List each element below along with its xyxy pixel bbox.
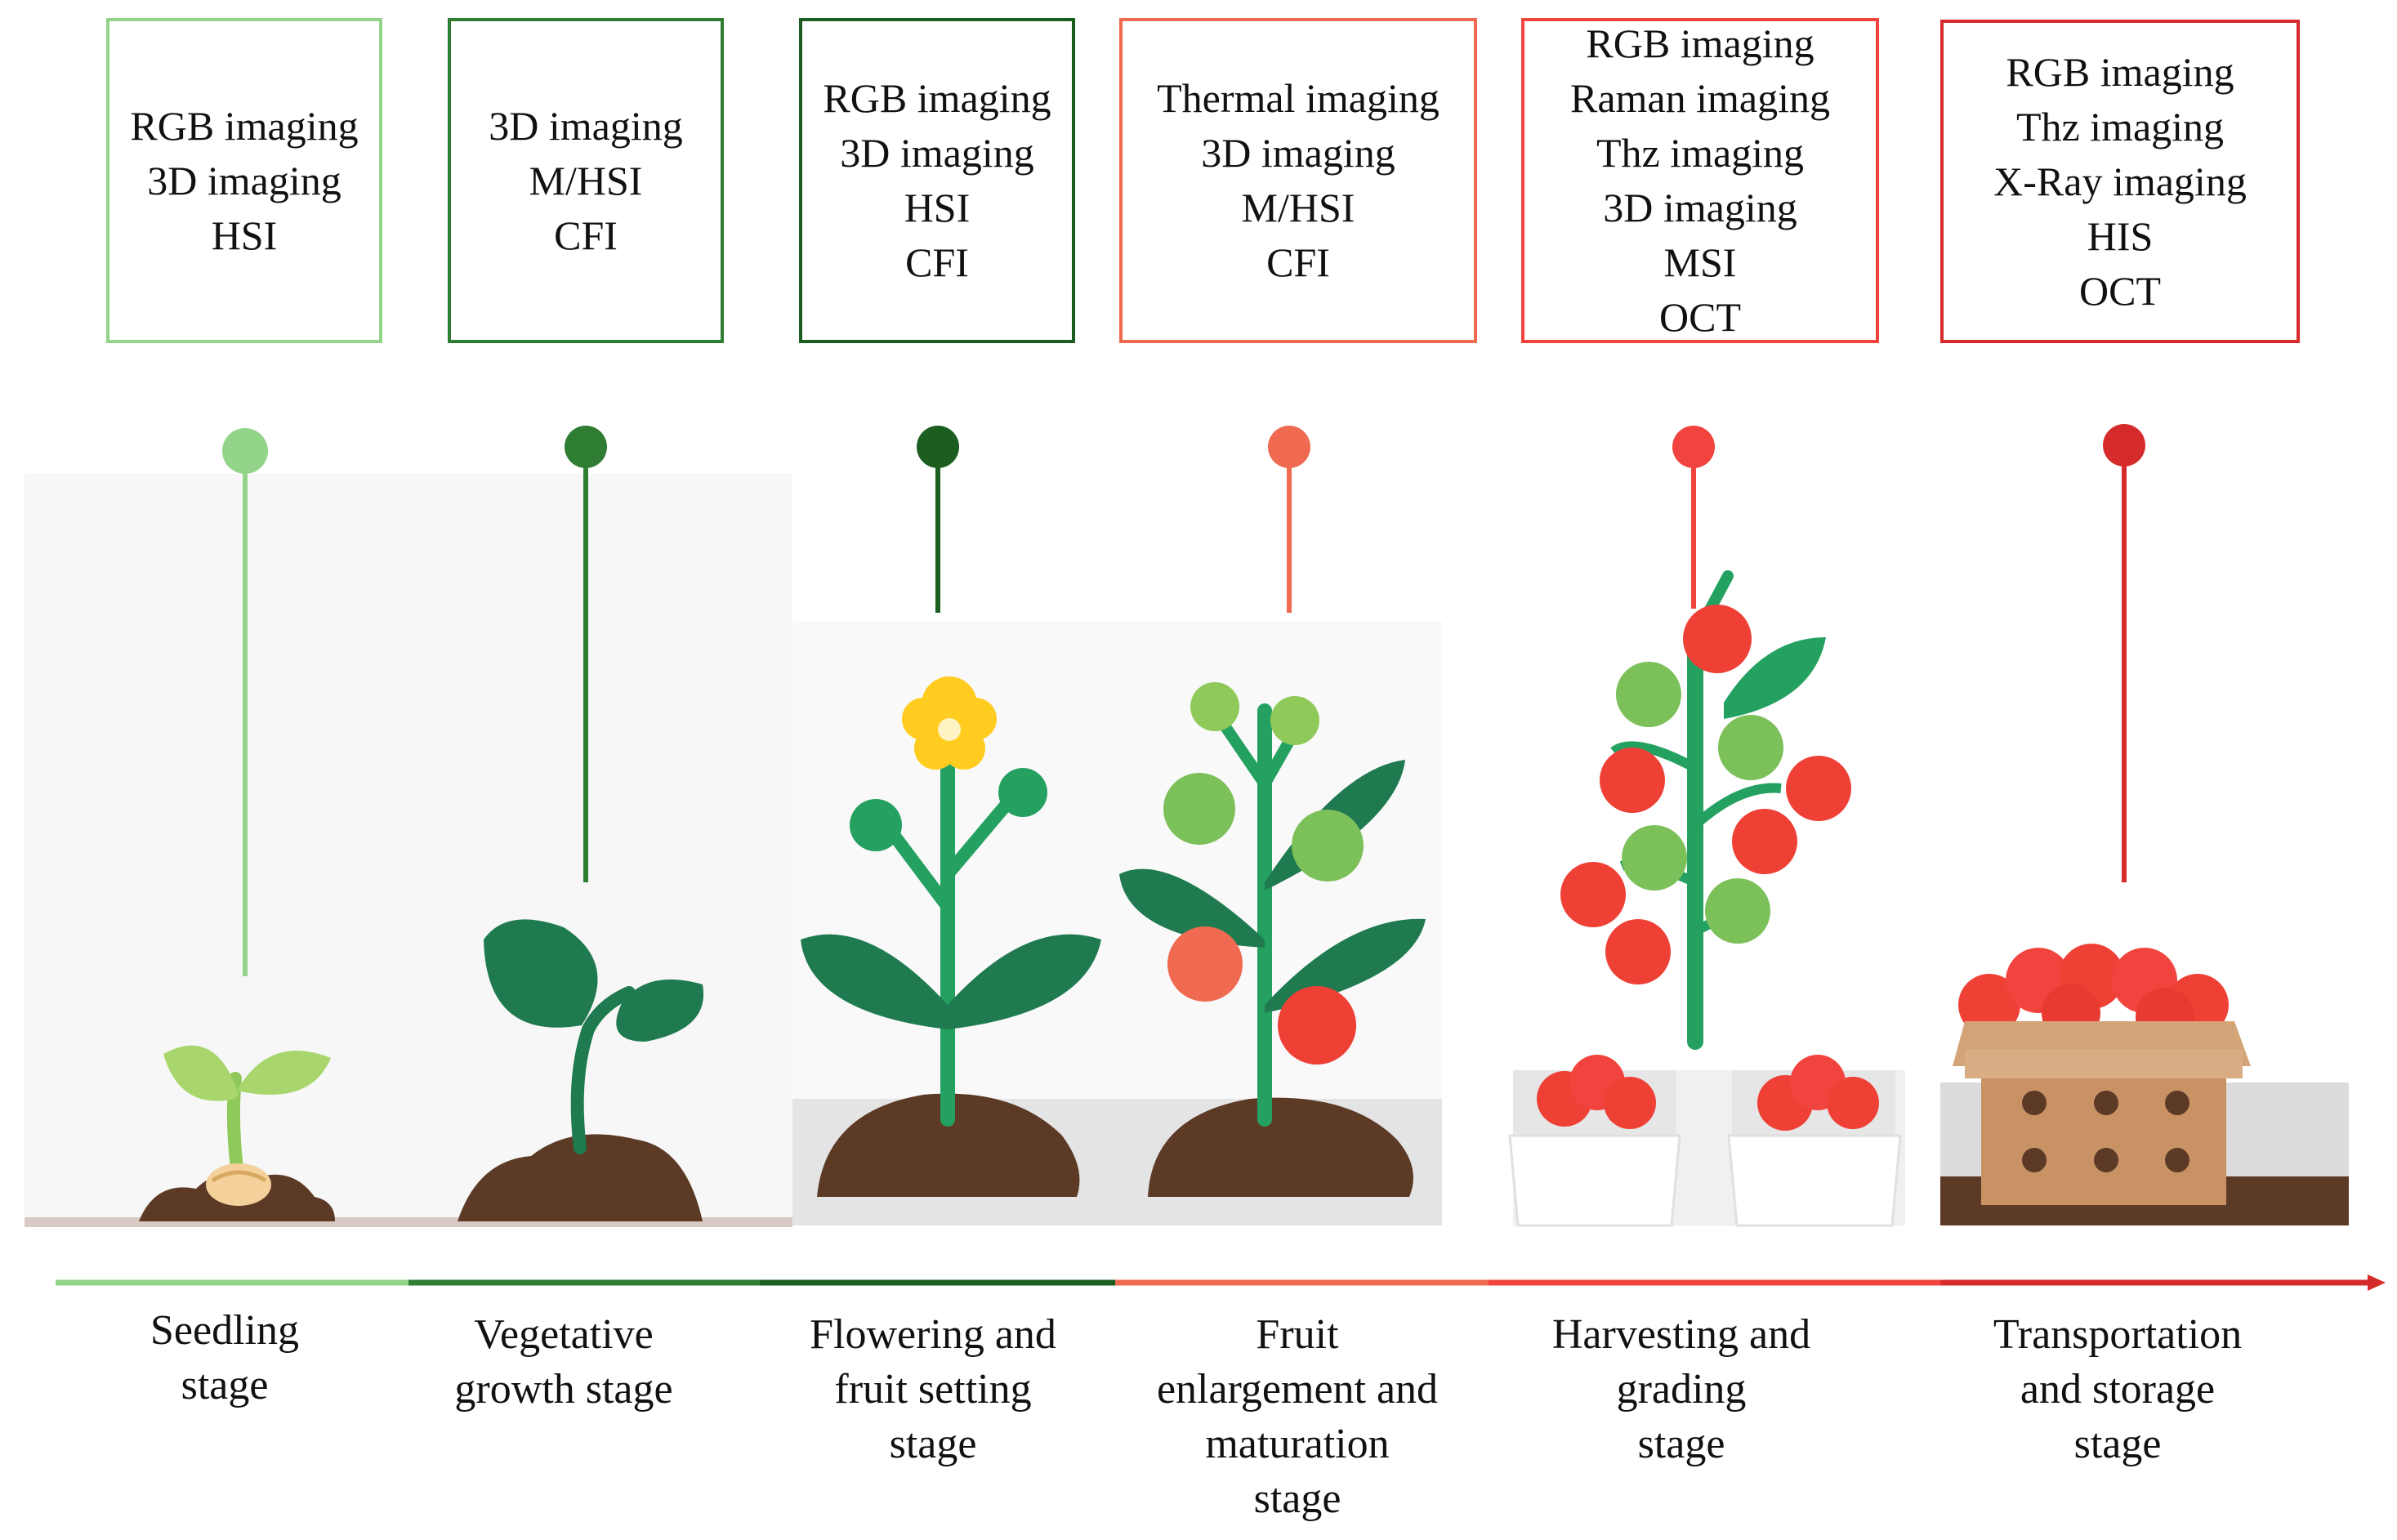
green-tomato-icon	[1163, 773, 1235, 845]
flower-icon	[902, 676, 997, 770]
label-line: stage	[2073, 1421, 2162, 1467]
dot-vegetative	[565, 426, 607, 468]
stage-label-transport: Transportation and storage stage	[1946, 1307, 2289, 1471]
fruit-illustration	[1119, 682, 1426, 1197]
dot-transport	[2103, 424, 2145, 466]
technique-item: Raman imaging	[1570, 75, 1830, 121]
green-tomato-icon	[1622, 825, 1687, 891]
technique-item: RGB imaging	[2006, 48, 2234, 95]
stage-label-harvest: Harvesting and grading stage	[1510, 1307, 1853, 1471]
stage-label-flowering: Flowering and fruit setting stage	[761, 1307, 1105, 1471]
technique-item: 3D imaging	[1603, 185, 1797, 230]
technique-item: 3D imaging	[489, 102, 683, 149]
label-line: Vegetative	[474, 1311, 654, 1358]
technique-item: HIS	[2087, 212, 2154, 259]
vegetative-illustration	[458, 919, 704, 1221]
technique-item: RGB imaging	[823, 75, 1051, 121]
dot-flowering	[917, 426, 959, 468]
technique-item: CFI	[905, 239, 969, 285]
technique-item: HSI	[904, 185, 971, 230]
label-line: enlargement and	[1156, 1366, 1439, 1413]
technique-box-flowering: RGB imaging 3D imaging HSI CFI	[799, 18, 1075, 343]
timeline-axis	[56, 1274, 2386, 1291]
technique-item: M/HSI	[1241, 185, 1355, 230]
dot-harvest	[1672, 426, 1715, 468]
technique-item: Thz imaging	[2015, 103, 2225, 150]
label-line: stage	[889, 1421, 977, 1467]
technique-item: 3D imaging	[840, 130, 1034, 176]
label-line: stage	[1637, 1421, 1725, 1467]
arrowhead-icon	[2368, 1274, 2386, 1291]
green-tomato-icon	[1718, 715, 1783, 780]
stage-label-fruit: Fruit enlargement and maturation stage	[1126, 1307, 1469, 1526]
label-line: grading	[1616, 1366, 1747, 1413]
label-line: stage	[1253, 1475, 1341, 1522]
technique-item: 3D imaging	[147, 157, 341, 203]
stage-label-vegetative: Vegetative growth stage	[392, 1307, 735, 1417]
label-line: Harvesting and	[1551, 1311, 1811, 1358]
technique-item: OCT	[1659, 294, 1741, 340]
label-line: maturation	[1205, 1421, 1390, 1467]
technique-item: X-Ray imaging	[1993, 158, 2247, 204]
technique-item: 3D imaging	[1201, 130, 1395, 176]
technique-item: MSI	[1663, 239, 1737, 285]
technique-item: M/HSI	[529, 157, 643, 203]
harvest-illustration	[1508, 570, 1902, 1227]
label-line: Fruit	[1256, 1311, 1339, 1358]
technique-item: CFI	[554, 212, 618, 258]
technique-item: Thermal imaging	[1157, 75, 1440, 121]
technique-box-fruit: Thermal imaging 3D imaging M/HSI CFI	[1119, 18, 1477, 343]
label-line: Flowering and	[810, 1311, 1056, 1358]
label-line: stage	[181, 1362, 269, 1408]
tomato-icon	[1605, 919, 1671, 984]
technique-item: CFI	[1266, 239, 1330, 285]
technique-item: HSI	[211, 212, 278, 258]
stage-label-seedling: Seedling stage	[53, 1303, 396, 1413]
label-line: fruit setting	[834, 1366, 1032, 1413]
tomato-icon	[1683, 605, 1752, 673]
green-tomato-icon	[1705, 878, 1770, 944]
technique-item: RGB imaging	[1586, 20, 1814, 66]
label-line: Transportation	[1993, 1311, 2243, 1358]
dot-seedling	[222, 428, 268, 474]
technique-item: RGB imaging	[130, 102, 359, 149]
timeline-connectors	[222, 424, 2145, 976]
technique-box-harvest: RGB imaging Raman imaging Thz imaging 3D…	[1521, 18, 1879, 343]
green-tomato-icon	[1616, 662, 1681, 727]
tomato-icon	[1958, 974, 2020, 1036]
tomato-icon	[1278, 986, 1356, 1065]
tomato-icon	[1560, 862, 1626, 927]
technique-item: Thz imaging	[1596, 130, 1805, 176]
seedling-illustration	[139, 1045, 335, 1221]
tomato-icon	[1732, 809, 1797, 874]
label-line: growth stage	[454, 1366, 673, 1413]
tray-right	[1727, 1055, 1902, 1227]
label-line: Seedling	[150, 1307, 299, 1354]
crate-illustration	[1953, 944, 2251, 1205]
technique-box-vegetative: 3D imaging M/HSI CFI	[448, 18, 724, 343]
technique-item: OCT	[2079, 267, 2161, 314]
dot-fruit	[1268, 426, 1310, 468]
tomato-icon	[1167, 926, 1243, 1002]
label-line: and storage	[2020, 1366, 2216, 1413]
green-tomato-icon	[1292, 810, 1364, 882]
flowering-illustration	[801, 676, 1101, 1197]
tomato-icon	[1600, 748, 1665, 813]
tomato-icon	[1786, 756, 1851, 821]
technique-box-seedling: RGB imaging 3D imaging HSI	[106, 18, 382, 343]
technique-box-transport: RGB imaging Thz imaging X-Ray imaging HI…	[1940, 20, 2300, 343]
tray-left	[1508, 1055, 1681, 1227]
